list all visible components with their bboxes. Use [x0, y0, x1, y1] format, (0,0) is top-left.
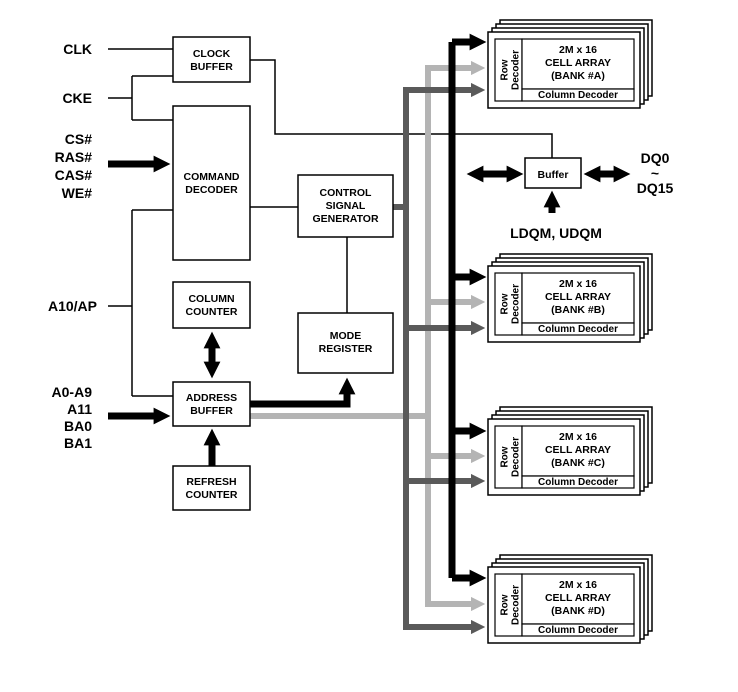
mode-register-block: MODE REGISTER	[297, 312, 394, 374]
dq15-pin-label: DQ15	[637, 180, 674, 196]
cs-pin-label: CS#	[65, 131, 92, 147]
row-decoder-box	[494, 425, 523, 489]
bank-id-label: (BANK #A)	[551, 70, 605, 82]
dq-tilde-label: ~	[651, 165, 659, 181]
row-decoder-box	[494, 573, 523, 637]
svg-text:Buffer: Buffer	[538, 169, 569, 181]
svg-text:COLUMN: COLUMN	[188, 293, 234, 305]
column-decoder-box	[521, 623, 635, 637]
row-decoder-label: RowDecoder	[500, 284, 522, 324]
address-buffer-block: ADDRESS BUFFER	[172, 381, 251, 427]
bank-id-label: (BANK #D)	[551, 605, 605, 617]
cell-array-label: CELL ARRAY	[545, 57, 611, 69]
clock-buffer-block: CLOCK BUFFER	[172, 36, 251, 83]
svg-text:COUNTER: COUNTER	[186, 306, 238, 318]
svg-text:REFRESH: REFRESH	[186, 476, 236, 488]
svg-text:CONTROL: CONTROL	[320, 187, 372, 199]
ras-pin-label: RAS#	[55, 149, 93, 165]
clk-pin-label: CLK	[63, 41, 92, 57]
svg-text:GENERATOR: GENERATOR	[312, 213, 379, 225]
cke-pin-label: CKE	[62, 90, 92, 106]
svg-text:REGISTER: REGISTER	[319, 343, 373, 355]
column-decoder-box	[521, 475, 635, 489]
svg-text:SIGNAL: SIGNAL	[326, 200, 366, 212]
column-decoder-label: Column Decoder	[538, 90, 618, 101]
ba1-pin-label: BA1	[64, 435, 92, 451]
svg-text:ADDRESS: ADDRESS	[186, 392, 237, 404]
row-decoder-label: RowDecoder	[500, 585, 522, 625]
dq-buffer-block: Buffer	[524, 157, 582, 189]
bank-size-label: 2M x 16	[559, 579, 597, 591]
svg-text:COUNTER: COUNTER	[186, 489, 238, 501]
svg-text:MODE: MODE	[330, 330, 362, 342]
a0-a9-pin-label: A0-A9	[52, 384, 93, 400]
row-decoder-label: RowDecoder	[500, 437, 522, 477]
svg-text:CLOCK: CLOCK	[193, 48, 231, 60]
we-pin-label: WE#	[62, 185, 93, 201]
cell-array-box	[521, 38, 635, 90]
svg-text:COMMAND: COMMAND	[184, 171, 240, 183]
refresh-counter-block: REFRESH COUNTER	[172, 465, 251, 511]
command-decoder-block: COMMAND DECODER	[172, 105, 251, 261]
ldqm-udqm-pin-label: LDQM, UDQM	[510, 225, 602, 241]
control-signal-generator-block: CONTROL SIGNAL GENERATOR	[297, 174, 394, 238]
bank-size-label: 2M x 16	[559, 278, 597, 290]
bank-id-label: (BANK #B)	[551, 304, 605, 316]
a11-pin-label: A11	[67, 401, 92, 417]
column-decoder-label: Column Decoder	[538, 324, 618, 335]
cas-pin-label: CAS#	[55, 167, 93, 183]
black-bus	[108, 33, 631, 587]
row-decoder-label: RowDecoder	[500, 50, 522, 90]
bank-id-label: (BANK #C)	[551, 457, 605, 469]
column-decoder-box	[521, 88, 635, 102]
svg-text:BUFFER: BUFFER	[190, 405, 233, 417]
bank-size-label: 2M x 16	[559, 431, 597, 443]
cell-array-label: CELL ARRAY	[545, 592, 611, 604]
dq0-pin-label: DQ0	[641, 150, 670, 166]
svg-text:DECODER: DECODER	[185, 184, 238, 196]
cell-array-box	[521, 272, 635, 324]
cell-array-label: CELL ARRAY	[545, 291, 611, 303]
column-decoder-label: Column Decoder	[538, 625, 618, 636]
column-counter-block: COLUMN COUNTER	[172, 281, 251, 329]
dark-gray-bus	[392, 82, 486, 635]
column-decoder-box	[521, 322, 635, 336]
svg-text:BUFFER: BUFFER	[190, 61, 233, 73]
cell-array-box	[521, 573, 635, 625]
ba0-pin-label: BA0	[64, 418, 92, 434]
a10-ap-pin-label: A10/AP	[48, 298, 97, 314]
bank-size-label: 2M x 16	[559, 44, 597, 56]
row-decoder-box	[494, 272, 523, 336]
column-decoder-label: Column Decoder	[538, 477, 618, 488]
cell-array-label: CELL ARRAY	[545, 444, 611, 456]
row-decoder-box	[494, 38, 523, 102]
pin-labels: CLK CKE CS# RAS# CAS# WE# A10/AP A0-A9 A…	[48, 41, 674, 451]
